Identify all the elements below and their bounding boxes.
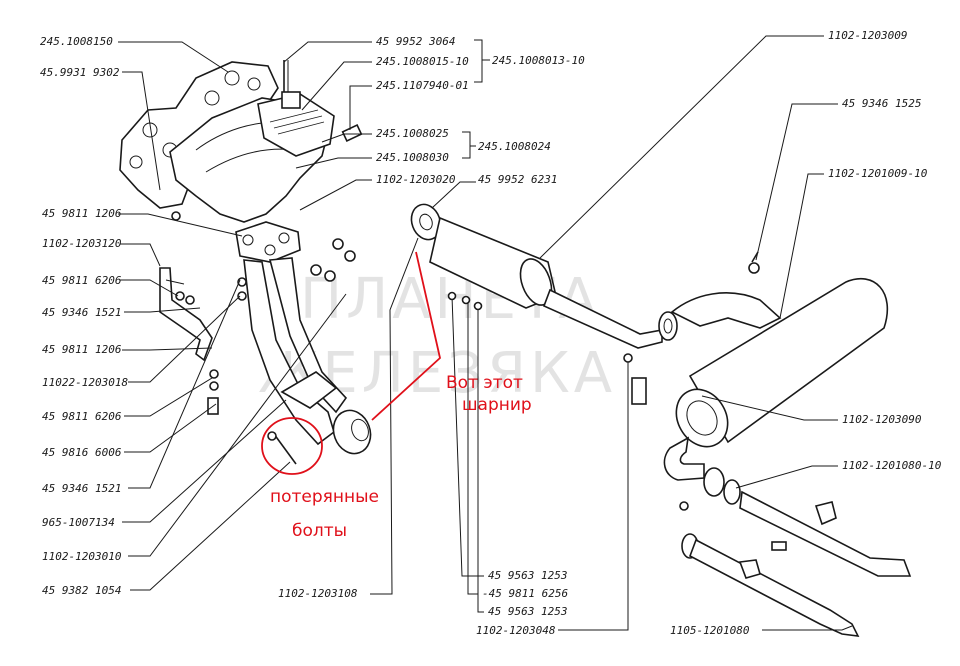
label-45-9952-3064: 45 9952 3064 <box>376 35 455 48</box>
label-45-9382-1054: 45 9382 1054 <box>42 584 121 597</box>
leader-lines <box>118 35 853 631</box>
label-45-9811-1206-a: 45 9811 1206 <box>42 207 122 220</box>
lost-bolts-circle <box>261 417 323 475</box>
label-245-1008024: 245.1008024 <box>478 140 551 153</box>
label-45-9346-1521-b: 45 9346 1521 <box>42 482 121 495</box>
label-45-9952-6231: 45 9952 6231 <box>478 173 557 186</box>
exhaust-manifold <box>119 60 363 263</box>
label-1102-1203009: 1102-1203009 <box>828 29 907 42</box>
joint-pointer-line <box>371 251 441 421</box>
label-45-9563-1253-a: 45 9563 1253 <box>488 569 567 582</box>
joint-annotation-line-2: шарнир <box>462 395 532 415</box>
label-245-1008150: 245.1008150 <box>40 35 113 48</box>
label-45-9816-6006: 45 9816 6006 <box>42 446 122 459</box>
label-1102-1203010: 1102-1203010 <box>42 550 122 563</box>
tailpipe-assembly <box>679 467 912 637</box>
label-1102-1203020: 1102-1203020 <box>376 173 456 186</box>
label-45-9346-1525: 45 9346 1525 <box>842 97 921 110</box>
label-45-9811-6256: -45 9811 6256 <box>482 587 568 600</box>
label-1102-1203108: 1102-1203108 <box>278 587 358 600</box>
label-1102-1201080-10: 1102-1201080-10 <box>842 459 942 472</box>
red-annotations: Вот этот шарнир потерянные болты <box>261 251 532 541</box>
label-45-9811-6206-b: 45 9811 6206 <box>42 410 122 423</box>
label-45-9931-9302: 45.9931 9302 <box>40 66 120 79</box>
label-1102-1203090: 1102-1203090 <box>842 413 922 426</box>
label-245-1008030: 245.1008030 <box>376 151 449 164</box>
label-1102-1203048: 1102-1203048 <box>476 624 556 637</box>
bolts-annotation-line-1: потерянные <box>270 487 379 507</box>
front-downpipe <box>243 257 372 455</box>
label-45-9811-6206-a: 45 9811 6206 <box>42 274 122 287</box>
label-965-1007134: 965-1007134 <box>42 516 115 529</box>
part-labels: 245.1008150 45.9931 9302 45 9811 1206 11… <box>40 29 942 637</box>
label-245-1008025: 245.1008025 <box>376 127 449 140</box>
hanger-bracket <box>159 267 213 362</box>
label-1102-1203120: 1102-1203120 <box>42 237 122 250</box>
label-45-9563-1253-b: 45 9563 1253 <box>488 605 567 618</box>
joint-annotation-line-1: Вот этот <box>446 373 523 393</box>
label-1102-1201009-10: 1102-1201009-10 <box>828 167 928 180</box>
rear-muffler <box>631 251 889 481</box>
front-muffler <box>410 203 678 349</box>
label-11022-1203018: 11022-1203018 <box>42 376 128 389</box>
bolts-annotation-line-2: болты <box>292 521 347 541</box>
label-245-1008013-10: 245.1008013-10 <box>492 54 585 67</box>
label-45-9811-1206-b: 45 9811 1206 <box>42 343 122 356</box>
label-45-9346-1521-a: 45 9346 1521 <box>42 306 121 319</box>
label-245-1008015-10: 245.1008015-10 <box>376 55 469 68</box>
label-245-1107940-01: 245.1107940-01 <box>376 79 469 92</box>
label-1105-1201080: 1105-1201080 <box>670 624 750 637</box>
